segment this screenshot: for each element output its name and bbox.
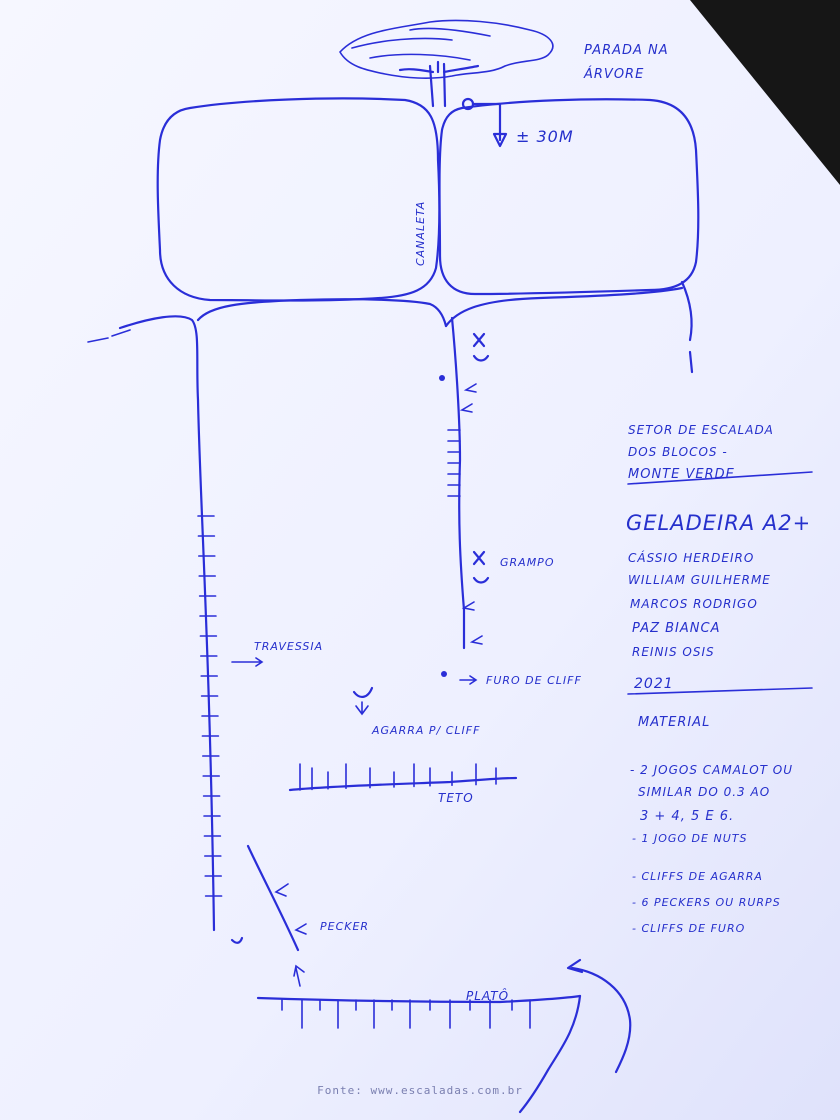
main-block-outline — [118, 315, 216, 932]
piton-mark-bottom — [230, 936, 244, 944]
main-block-top-right — [444, 286, 684, 328]
climber-2: WILLIAM GUILHERME — [628, 573, 771, 587]
tree-icon — [339, 19, 554, 108]
source-footer: Fonte: www.escaladas.com.br — [317, 1084, 523, 1097]
travessia-label: TRAVESSIA — [254, 640, 323, 653]
route-year: 2021 — [634, 676, 674, 692]
material-title: MATERIAL — [638, 715, 710, 730]
dot-marker-furo — [441, 671, 447, 677]
dot-marker-upper — [439, 375, 445, 381]
furo-de-cliff-label: FURO DE CLIFF — [486, 674, 582, 687]
climber-1: CÁSSIO HERDEIRO — [628, 550, 754, 565]
tree-label-line2: ÁRVORE — [583, 66, 644, 82]
material-item-5: - CLIFFS DE AGARRA — [632, 870, 763, 883]
teto-label: TETO — [438, 791, 474, 805]
pecker-arrow-upper — [274, 883, 289, 897]
material-item-7: - CLIFFS DE FURO — [632, 922, 745, 935]
grampo-mark-top — [472, 332, 490, 362]
agarra-mark-icon — [352, 686, 374, 698]
block-top-right — [438, 98, 700, 296]
pecker-arrow-icon — [294, 923, 307, 935]
agarra-arrow-icon — [355, 701, 369, 716]
agarra-label: AGARRA P/ CLIFF — [371, 724, 480, 737]
grampo-mark-mid — [472, 550, 490, 584]
teto-roof — [288, 763, 518, 792]
material-item-6: - 6 PECKERS OU RURPS — [632, 896, 781, 909]
plato-edge — [518, 994, 582, 1114]
block-right-crack — [680, 280, 694, 374]
route-name: GELADEIRA A2+ — [626, 511, 811, 535]
material-item-3: 3 + 4, 5 E 6. — [640, 809, 734, 824]
plato-label: PLATÔ — [466, 988, 509, 1003]
material-item-4: - 1 JOGO DE NUTS — [632, 832, 747, 845]
bolt-ladder-crack — [447, 429, 461, 497]
grampo-label: GRAMPO — [500, 556, 554, 569]
furo-arrow-icon — [459, 675, 478, 685]
material-item-1: - 2 JOGOS CAMALOT OU — [630, 763, 793, 777]
sector-line2: DOS BLOCOS - — [628, 445, 728, 459]
block-top-left — [156, 97, 441, 302]
route-line-upper — [450, 316, 466, 650]
up-arrow-icon — [293, 964, 305, 987]
year-underline — [627, 687, 813, 695]
canaleta-label: CANALETA — [414, 201, 427, 266]
arrow-icons-crack — [459, 383, 483, 645]
sector-underline — [627, 471, 813, 485]
return-arrow-icon — [566, 958, 584, 974]
pecker-label: PECKER — [320, 920, 369, 933]
plato-ledge — [256, 994, 582, 1029]
main-block-top — [196, 298, 448, 328]
left-edge-dash — [87, 329, 131, 343]
travessia-arrow-icon — [231, 657, 264, 667]
return-arrow-line — [570, 966, 632, 1074]
sector-line1: SETOR DE ESCALADA — [628, 423, 774, 437]
info-panel: SETOR DE ESCALADA DOS BLOCOS - MONTE VER… — [626, 423, 813, 935]
climber-3: MARCOS RODRIGO — [630, 597, 758, 611]
rappel-length: ± 30M — [516, 127, 574, 146]
climber-4: PAZ BIANCA — [632, 621, 720, 636]
pecker-line — [246, 844, 300, 952]
bolt-ladder-left — [197, 515, 223, 897]
climber-5: REINIS OSIS — [632, 645, 715, 659]
material-item-2: SIMILAR DO 0.3 AO — [638, 785, 770, 799]
tree-label-line1: PARADA NA — [584, 43, 669, 58]
